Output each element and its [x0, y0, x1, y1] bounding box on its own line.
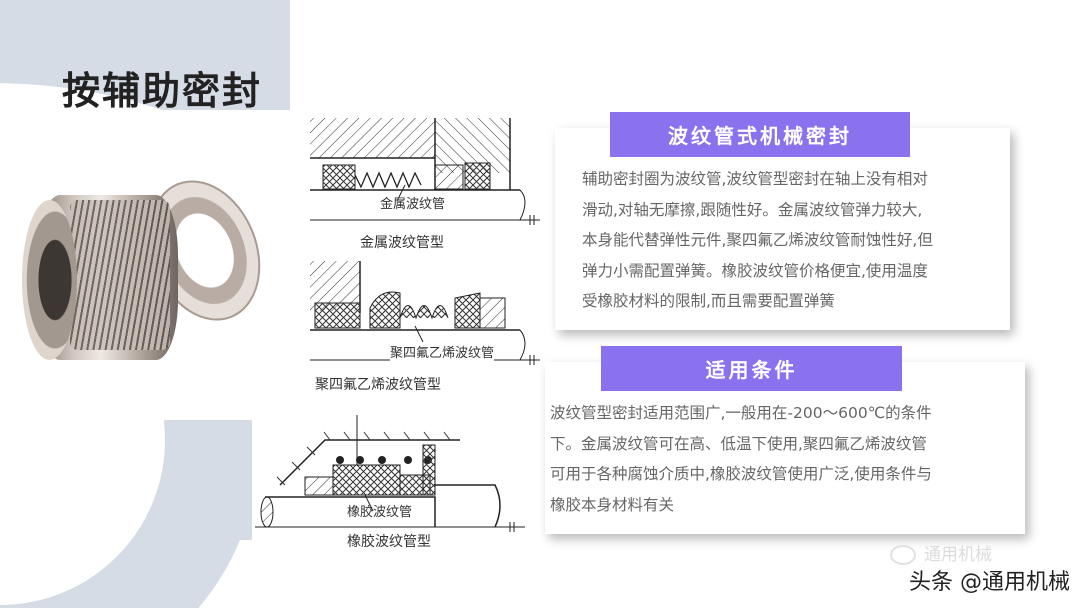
- rubber-bellows-drawing-icon: [255, 415, 525, 532]
- diagram-inline-label: 橡胶波纹管: [347, 505, 413, 520]
- diagram-metal-bellows: 金属波纹管 金属波纹管型: [305, 115, 545, 255]
- diagram-rubber-bellows: 橡胶波纹管 橡胶波纹管型: [255, 405, 545, 555]
- description-line: 本身能代替弹性元件,聚四氟乙烯波纹管耐蚀性好,但: [582, 231, 933, 249]
- watermark: 头条 @通用机械: [909, 570, 1070, 595]
- diagram-caption: 橡胶波纹管型: [347, 534, 431, 550]
- description-line: 滑动,对轴无摩擦,跟随性好。金属波纹管弹力较大,: [582, 200, 923, 219]
- diagram-inline-label: 聚四氟乙烯波纹管: [390, 342, 495, 361]
- diagram-caption: 聚四氟乙烯波纹管型: [315, 377, 441, 393]
- description-line: 橡胶本身材料有关: [550, 495, 675, 514]
- conditions-description: 波纹管型密封适用范围广,一般用在-200～600℃的条件 下。金属波纹管可在高、…: [550, 398, 1020, 520]
- bellows-seal-card: 辅助密封圈为波纹管,波纹管型密封在轴上没有相对 滑动,对轴无摩擦,跟随性好。金属…: [555, 128, 1010, 330]
- description-line: 辅助密封圈为波纹管,波纹管型密封在轴上没有相对: [582, 170, 928, 188]
- background-arc-top: [0, 0, 290, 110]
- diagram-ptfe-bellows: 聚四氟乙烯波纹管 聚四氟乙烯波纹管型: [305, 258, 545, 398]
- watermark-ghost: 通用机械: [890, 540, 992, 565]
- description-line: 可用于各种腐蚀介质中,橡胶波纹管使用广泛,使用条件与: [550, 465, 932, 483]
- description-line: 弹力小需配置弹簧。橡胶波纹管价格便宜,使用温度: [582, 261, 928, 280]
- conditions-header: 适用条件: [601, 346, 902, 391]
- bellows-seal-header: 波纹管式机械密封: [610, 112, 910, 157]
- product-photo: [10, 163, 281, 380]
- bellows-ribs: [70, 200, 170, 350]
- description-line: 波纹管型密封适用范围广,一般用在-200～600℃的条件: [550, 404, 932, 422]
- bellows-face: [22, 200, 77, 360]
- page-title: 按辅助密封: [62, 69, 263, 113]
- ptfe-bellows-drawing-icon: [310, 261, 540, 365]
- diagram-inline-label: 金属波纹管: [380, 197, 446, 212]
- bellows-seal-description: 辅助密封圈为波纹管,波纹管型密封在轴上没有相对 滑动,对轴无摩擦,跟随性好。金属…: [582, 164, 1002, 317]
- description-line: 受橡胶材料的限制,而且需要配置弹簧: [582, 292, 835, 310]
- watermark-ghost-text: 通用机械: [924, 545, 992, 565]
- background-arc-bottom: [0, 420, 252, 608]
- chat-bubble-icon: [890, 545, 916, 565]
- diagram-caption: 金属波纹管型: [360, 235, 444, 251]
- description-line: 下。金属波纹管可在高、低温下使用,聚四氟乙烯波纹管: [550, 434, 927, 453]
- metal-bellows-drawing-icon: [310, 118, 540, 225]
